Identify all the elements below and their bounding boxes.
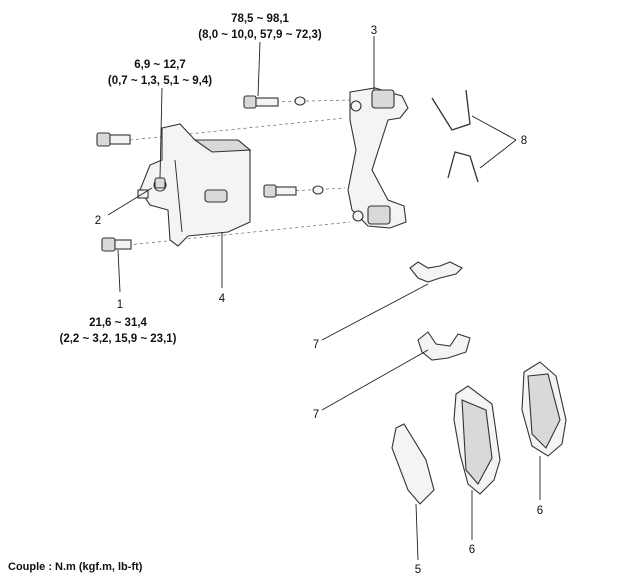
callout-1: 1 — [117, 299, 123, 311]
units-legend: Couple : N.m (kgf.m, lb-ft) — [8, 561, 143, 573]
anti-rattle-springs — [431, 89, 479, 183]
callout-2: 2 — [95, 215, 101, 227]
callout-7-lower: 7 — [313, 409, 319, 421]
torque-bleeder-imperial: (0,7 ~ 1,3, 5,1 ~ 9,4) — [108, 75, 212, 87]
pad-clip-upper — [409, 261, 463, 283]
leader-lines — [107, 36, 541, 561]
brake-pad-inner — [453, 385, 501, 495]
callout-6-outer: 6 — [537, 505, 543, 517]
torque-guide-bolt-imperial: (2,2 ~ 3,2, 15,9 ~ 23,1) — [60, 333, 177, 345]
caliper-bracket — [347, 87, 409, 229]
guide-bolt-lower — [101, 237, 132, 252]
callout-5: 5 — [415, 564, 421, 576]
callout-8: 8 — [521, 135, 527, 147]
callout-3: 3 — [371, 25, 377, 37]
callout-4: 4 — [219, 293, 226, 305]
torque-bracket-bolt-value: 78,5 ~ 98,1 — [231, 13, 289, 25]
brake-pad-outer — [521, 361, 567, 457]
pad-shim — [391, 423, 435, 505]
pad-clip-lower — [417, 331, 471, 361]
bracket-bolt-top — [243, 95, 306, 109]
bracket-bolt-middle — [263, 184, 324, 198]
callout-6-inner: 6 — [469, 544, 475, 556]
torque-guide-bolt-value: 21,6 ~ 31,4 — [89, 317, 147, 329]
torque-bleeder-value: 6,9 ~ 12,7 — [134, 59, 185, 71]
callout-7-upper: 7 — [313, 339, 319, 351]
caliper-bolt-upper — [96, 132, 131, 147]
torque-bracket-bolt-imperial: (8,0 ~ 10,0, 57,9 ~ 72,3) — [198, 29, 322, 41]
